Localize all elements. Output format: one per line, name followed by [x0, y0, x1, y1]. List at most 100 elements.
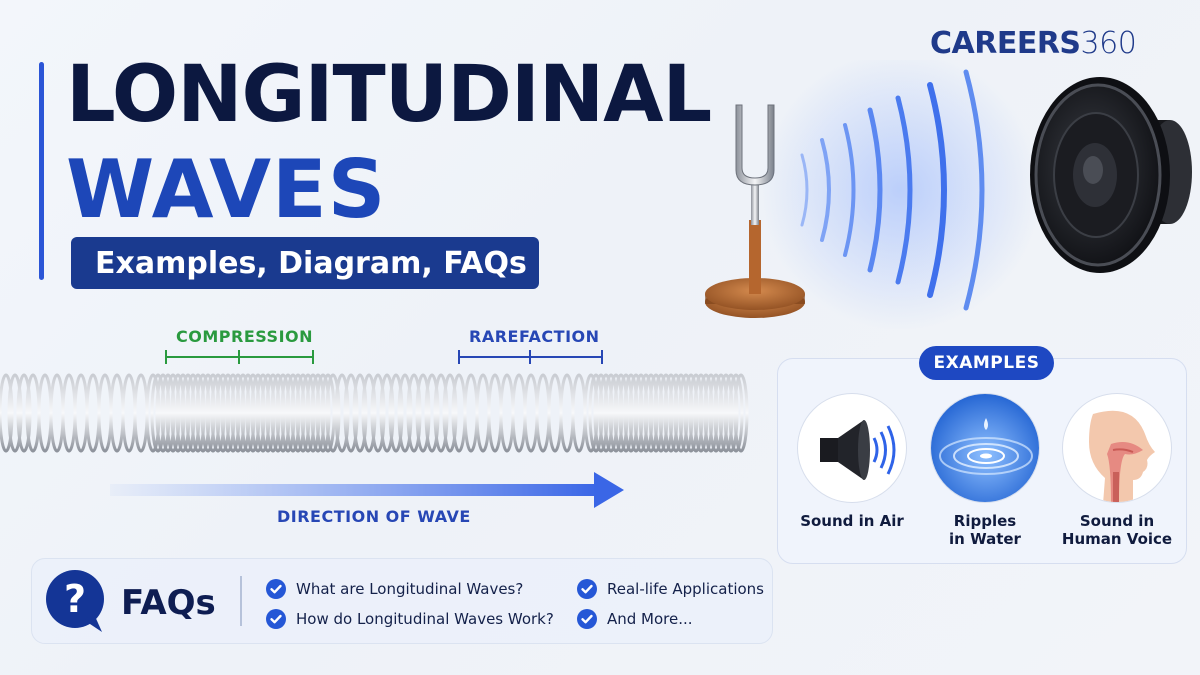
spring-coil-loop — [648, 373, 664, 453]
spring-coil-loop — [653, 373, 669, 453]
spring-coil-loop — [200, 373, 216, 453]
rarefaction-bracket — [458, 350, 603, 364]
spring-coil-loop — [713, 373, 729, 453]
spring-coil-loop — [265, 373, 281, 453]
spring-coil-loop — [230, 373, 246, 453]
example-label-human-voice: Sound in Human Voice — [1052, 512, 1182, 548]
question-bubble-icon: ? — [46, 570, 104, 632]
spring-coil-loop — [683, 373, 699, 453]
spring-coil-loop — [370, 373, 386, 453]
brand-logo: CAREERS360 — [930, 26, 1137, 61]
check-circle-icon — [577, 579, 597, 599]
spring-coil-loop — [250, 373, 266, 453]
spring-coil-loop — [170, 373, 186, 453]
spring-coil-loop — [195, 373, 211, 453]
spring-coil-loop — [668, 373, 684, 453]
spring-coil-loop — [225, 373, 241, 453]
spring-coil-loop — [290, 373, 306, 453]
spring-coil-loop — [260, 373, 276, 453]
faq-item-text: And More... — [607, 610, 693, 628]
example-label-line2: in Water — [949, 530, 1021, 548]
page-title-line2: WAVES — [66, 143, 387, 236]
spring-coil-loop — [215, 373, 231, 453]
example-sound-in-human-voice — [1062, 393, 1172, 503]
compression-bracket — [165, 350, 314, 364]
faq-item: What are Longitudinal Waves? — [266, 579, 523, 599]
sound-wave-arcs — [760, 60, 1040, 330]
spring-coil-loop — [0, 373, 14, 453]
svg-text:?: ? — [64, 577, 86, 621]
spring-coil-loop — [240, 373, 256, 453]
spring-coil-loop — [511, 373, 527, 453]
spring-coil-loop — [150, 373, 166, 453]
spring-coil-loop — [305, 373, 321, 453]
direction-of-wave-label: DIRECTION OF WAVE — [277, 507, 471, 526]
spring-coil-loop — [535, 373, 551, 453]
example-label-sound-in-air: Sound in Air — [787, 512, 917, 530]
spring-coil-loop — [352, 373, 368, 453]
spring-coil-loop — [424, 373, 440, 453]
spring-coil-loop — [61, 373, 77, 453]
spring-coil-loop — [603, 373, 619, 453]
spring-coil-loop — [85, 373, 101, 453]
spring-coil-loop — [270, 373, 286, 453]
compression-label: COMPRESSION — [176, 327, 314, 346]
spring-coil-loop — [608, 373, 624, 453]
faq-item-text: How do Longitudinal Waves Work? — [296, 610, 554, 628]
examples-heading: EXAMPLES — [919, 346, 1054, 380]
spring-coil-loop — [245, 373, 261, 453]
spring-coil-loop — [618, 373, 634, 453]
example-label-line1: Sound in — [1079, 512, 1155, 530]
spring-coil-loop — [121, 373, 137, 453]
spring-coil-loop — [320, 373, 336, 453]
example-label-line1: Ripples — [953, 512, 1017, 530]
spring-coil-loop — [673, 373, 689, 453]
spring-coil-loop — [16, 373, 32, 453]
spring-coil-loop — [593, 373, 609, 453]
spring-coil-loop — [220, 373, 236, 453]
tuning-fork-speaker-illustration — [705, 60, 1192, 330]
spring-coil-loop — [698, 373, 714, 453]
spring-coil-loop — [693, 373, 709, 453]
spring-coil-loop — [295, 373, 311, 453]
spring-coil-loop — [442, 373, 458, 453]
page-title-line1: LONGITUDINAL — [66, 50, 712, 140]
spring-coil-loop — [628, 373, 644, 453]
faq-heading: FAQs — [121, 583, 216, 623]
spring-coil-loop — [160, 373, 176, 453]
spring-coil-loop — [643, 373, 659, 453]
spring-coil-loop — [379, 373, 395, 453]
spring-coil-loop — [723, 373, 739, 453]
spring-coil-loop — [728, 373, 744, 453]
spring-coil-loop — [361, 373, 377, 453]
spring-coil-loop — [133, 373, 149, 453]
title-accent-bar — [39, 62, 44, 280]
spring-coils — [0, 373, 749, 453]
spring-coil-loop — [37, 373, 53, 453]
faq-item: And More... — [577, 609, 693, 629]
spring-coil-loop — [571, 373, 587, 453]
spring-coil-loop — [73, 373, 89, 453]
spring-coil-loop — [487, 373, 503, 453]
spring-coil-loop — [415, 373, 431, 453]
spring-coil-diagram — [0, 350, 749, 453]
brand-name-light: 360 — [1080, 26, 1137, 61]
spring-coil-loop — [334, 373, 350, 453]
spring-coil-loop — [598, 373, 614, 453]
spring-coil-loop — [406, 373, 422, 453]
spring-coil-loop — [109, 373, 125, 453]
speaker-icon — [820, 420, 896, 480]
spring-coil-loop — [343, 373, 359, 453]
spring-coil-loop — [325, 373, 341, 453]
spring-coil-loop — [190, 373, 206, 453]
spring-coil-loop — [559, 373, 575, 453]
faq-panel — [31, 558, 773, 644]
faq-divider — [240, 576, 242, 626]
spring-coil-loop — [185, 373, 201, 453]
spring-coil-loop — [475, 373, 491, 453]
spring-coil-loop — [433, 373, 449, 453]
spring-coil-loop — [205, 373, 221, 453]
spring-coil-loop — [708, 373, 724, 453]
rarefaction-label: RAREFACTION — [469, 327, 600, 346]
spring-coil-loop — [7, 373, 23, 453]
